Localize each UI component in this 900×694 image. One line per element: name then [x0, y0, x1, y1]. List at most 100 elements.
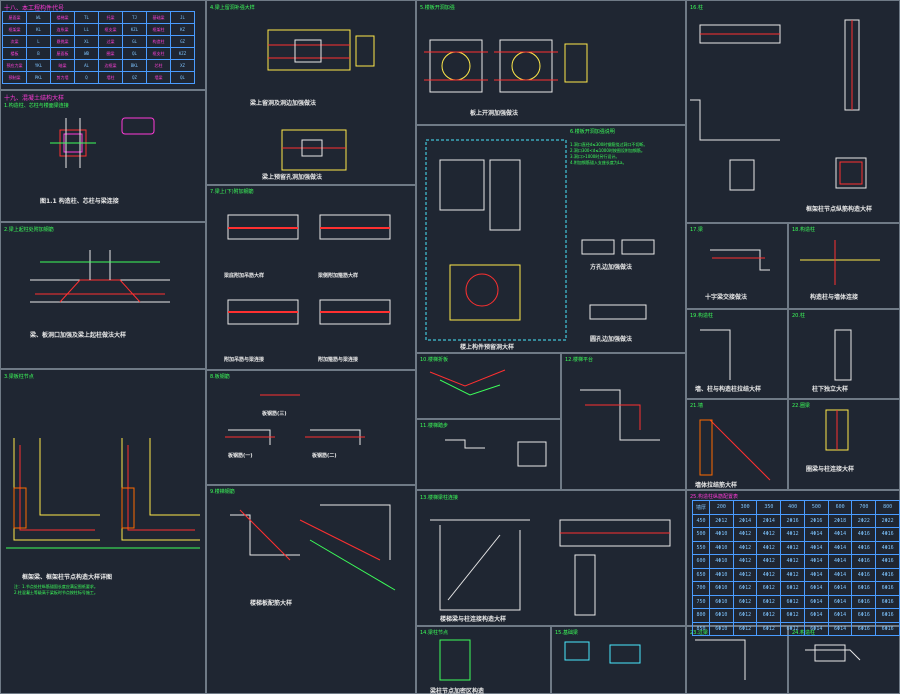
legend-cell: QZ: [122, 71, 147, 84]
panel-frame-17: [686, 223, 788, 309]
p5-title: 5.楼板开洞加强: [420, 5, 455, 11]
legend-cell: KZL: [122, 23, 147, 36]
panel-frame-10: [416, 353, 561, 419]
rebar-cell: 700: [851, 500, 877, 515]
rebar-cell: 4Φ16: [875, 527, 900, 542]
rebar-cell: 6Φ14: [803, 608, 829, 623]
rebar-cell: 6Φ14: [803, 594, 829, 609]
rebar-cell: 2Φ16: [780, 513, 805, 528]
rebar-cell: 2Φ14: [756, 513, 782, 528]
rebar-cell: 4Φ12: [756, 554, 782, 569]
legend-cell: 框架梁: [2, 23, 27, 36]
p2-title: 2.梁上起柱处附加钢筋: [4, 227, 54, 233]
rebar-cell: 6Φ16: [875, 621, 900, 636]
rebar-cell: 2Φ22: [875, 513, 900, 528]
rebar-cell: 4Φ16: [875, 540, 900, 555]
rebar-cell: 6Φ14: [827, 581, 853, 596]
p19-caption: 墙、柱与构造柱拉结大样: [695, 386, 762, 393]
rebar-cell: 6Φ14: [827, 608, 853, 623]
legend-cell: AL: [74, 59, 99, 72]
section-title: 十九、混凝土结构大样: [4, 95, 65, 102]
rebar-cell: 4Φ14: [827, 567, 853, 582]
rebar-cell: 4Φ14: [803, 540, 829, 555]
rebar-cell: 4Φ14: [827, 540, 853, 555]
panel-frame-11: [416, 419, 561, 490]
note-line: 2.洞口300<d≤1000时按图设附加钢筋。: [570, 148, 645, 153]
panel-frame-2: [0, 222, 206, 369]
p20-caption: 柱下独立大样: [812, 386, 849, 393]
legend-cell: 构造柱: [146, 35, 171, 48]
p7-caption-2: 附加吊筋与梁连接: [224, 357, 265, 363]
rebar-row-label: 700: [692, 581, 710, 596]
panel-frame-4: [206, 0, 416, 185]
p4-caption: 梁上留洞及洞边加强做法: [250, 100, 317, 107]
legend-cell: YKL: [26, 59, 51, 72]
rebar-cell: 6Φ16: [851, 608, 877, 623]
p22-caption: 圈梁与柱连接大样: [806, 466, 855, 473]
legend-cell: JL: [170, 11, 195, 24]
rebar-cell: 6Φ10: [708, 581, 734, 596]
p9-caption: 楼梯板配筋大样: [250, 600, 293, 607]
legend-cell: 芯柱: [146, 59, 171, 72]
legend-cell: WB: [74, 47, 99, 60]
rebar-cell: 4Φ12: [780, 540, 805, 555]
p3-notes: 注：1.节点处柱纵筋锚固长度应满足图纸要求。2.柱混凝土等级高于梁板时节点按柱标…: [14, 584, 98, 596]
rebar-cell: 6Φ14: [827, 621, 853, 636]
legend-cell: 楼板: [2, 47, 27, 60]
rebar-cell: 2Φ14: [732, 513, 758, 528]
rebar-cell: 350: [756, 500, 782, 515]
note-line: 4.附加钢筋锚入支座长度为La。: [570, 160, 627, 165]
rebar-cell: 4Φ16: [851, 554, 877, 569]
legend-cell: 框支柱: [146, 47, 171, 60]
legend-cell: BKL: [122, 59, 147, 72]
rebar-row-label: 墙厚: [692, 500, 710, 515]
rebar-row-label: 850: [692, 621, 710, 636]
p8-caption-0: 板钢筋(一): [228, 453, 253, 459]
legend-cell: 基础梁: [146, 11, 171, 24]
rebar-cell: 6Φ16: [875, 581, 900, 596]
rebar-cell: 6Φ12: [732, 608, 758, 623]
rebar-table-title: 25.构造柱纵筋配置表: [690, 494, 738, 500]
panel-frame-13: [416, 490, 686, 626]
p7-title: 7.梁上(下)附加钢筋: [210, 189, 254, 195]
rebar-cell: 300: [732, 500, 758, 515]
rebar-row-label: 800: [692, 608, 710, 623]
rebar-cell: 6Φ12: [756, 621, 782, 636]
legend-cell: 过梁: [98, 35, 123, 48]
panel-frame-21: [686, 399, 788, 490]
legend-cell: 边框梁: [98, 59, 123, 72]
legend-cell: XZ: [170, 59, 195, 72]
legend-cell: 连系梁: [50, 23, 75, 36]
p18-title: 18.构造柱: [792, 227, 815, 233]
rebar-cell: 4Φ12: [780, 567, 805, 582]
rebar-cell: 4Φ16: [851, 567, 877, 582]
legend-cell: 剪力墙: [50, 71, 75, 84]
p6-notes: 1.洞口直径d≤300时钢筋绕过洞口不切断。2.洞口300<d≤1000时按图设…: [570, 142, 647, 166]
legend-cell: KZ: [170, 23, 195, 36]
p13-title: 13.楼梯梁柱连接: [420, 495, 458, 501]
legend-cell: 预制梁: [2, 71, 27, 84]
rebar-cell: 6Φ10: [708, 621, 734, 636]
note-line: 1.洞口直径d≤300时钢筋绕过洞口不切断。: [570, 142, 648, 147]
rebar-cell: 4Φ14: [803, 567, 829, 582]
rebar-row-label: 750: [692, 594, 710, 609]
rebar-cell: 6Φ10: [708, 608, 734, 623]
rebar-cell: 4Φ16: [875, 554, 900, 569]
rebar-row-label: 650: [692, 567, 710, 582]
legend-frame: [0, 0, 206, 90]
p17-title: 17.梁: [690, 227, 703, 233]
rebar-cell: 6Φ12: [780, 581, 805, 596]
p13-caption: 楼梯梁与柱连接构造大样: [440, 616, 507, 623]
rebar-cell: 6Φ14: [827, 594, 853, 609]
p21-title: 21.墙: [690, 403, 703, 409]
rebar-cell: 4Φ10: [708, 527, 734, 542]
legend-cell: 墙梁: [146, 71, 171, 84]
rebar-cell: 4Φ12: [732, 567, 758, 582]
rebar-cell: 4Φ12: [732, 540, 758, 555]
